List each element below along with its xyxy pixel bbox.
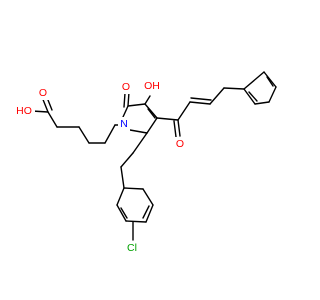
bond-co-ch [177,101,191,121]
bond-ph-1 [223,87,245,90]
bond-chain-1 [47,111,58,128]
bond-c2-o-a [127,91,130,107]
bond-ph-5 [263,71,277,88]
hydroxy-label: OH [144,80,160,92]
bond-ar-inner-1 [120,207,128,219]
bond-c3-c4-inner [147,108,156,119]
bond-c5-n [129,129,148,134]
bond-ar-6 [145,204,154,223]
bond-ar-inner-2 [142,205,150,219]
bond-ar-5 [125,220,147,223]
bond-c2-o-b [123,92,126,108]
bond-lines [31,71,277,241]
bond-ph-3 [254,101,270,105]
bond-c4-co [156,117,179,121]
bond-ar-1 [120,152,134,168]
bond-ch-ph [209,87,225,105]
bond-ph-inner-2 [266,76,274,87]
bond-co-o-a [177,119,181,137]
bond-ch-ch [189,101,211,105]
molecule-structure: HO O N O OH O Cl [13,71,277,255]
acid-carbonyl-oxygen-label: O [39,87,47,99]
bond-n-c2 [122,105,129,118]
bond-ch-ch-inner [190,97,212,101]
ketone-oxygen-label: O [176,138,184,150]
acid-hydroxyl-label: HO [16,105,32,117]
bond-ph-6 [243,71,265,90]
bond-c2-c3 [127,103,146,107]
bond-ar-2 [120,166,125,189]
bond-chain-3 [78,126,90,144]
bond-ph-2 [243,88,256,105]
atom-labels: HO O N O OH O Cl [13,79,186,255]
bond-chain-5 [104,124,116,144]
chlorine-label: Cl [127,242,137,254]
bond-ar-3 [116,187,125,206]
bond-c3-oh [144,95,151,105]
bond-c5-ar [132,132,148,154]
bond-c4-c5 [146,117,158,134]
bond-c3-c4 [144,103,158,119]
bond-co-o-b [173,120,177,138]
bond-ph-inner-1 [248,91,258,102]
ring-nitrogen-label: N [120,118,128,130]
bond-ar-8 [123,187,144,190]
bond-ph-4 [268,86,277,103]
bond-ar-7 [142,188,154,206]
lactam-oxygen-label: O [122,81,130,93]
bond-ar-4 [116,204,127,222]
